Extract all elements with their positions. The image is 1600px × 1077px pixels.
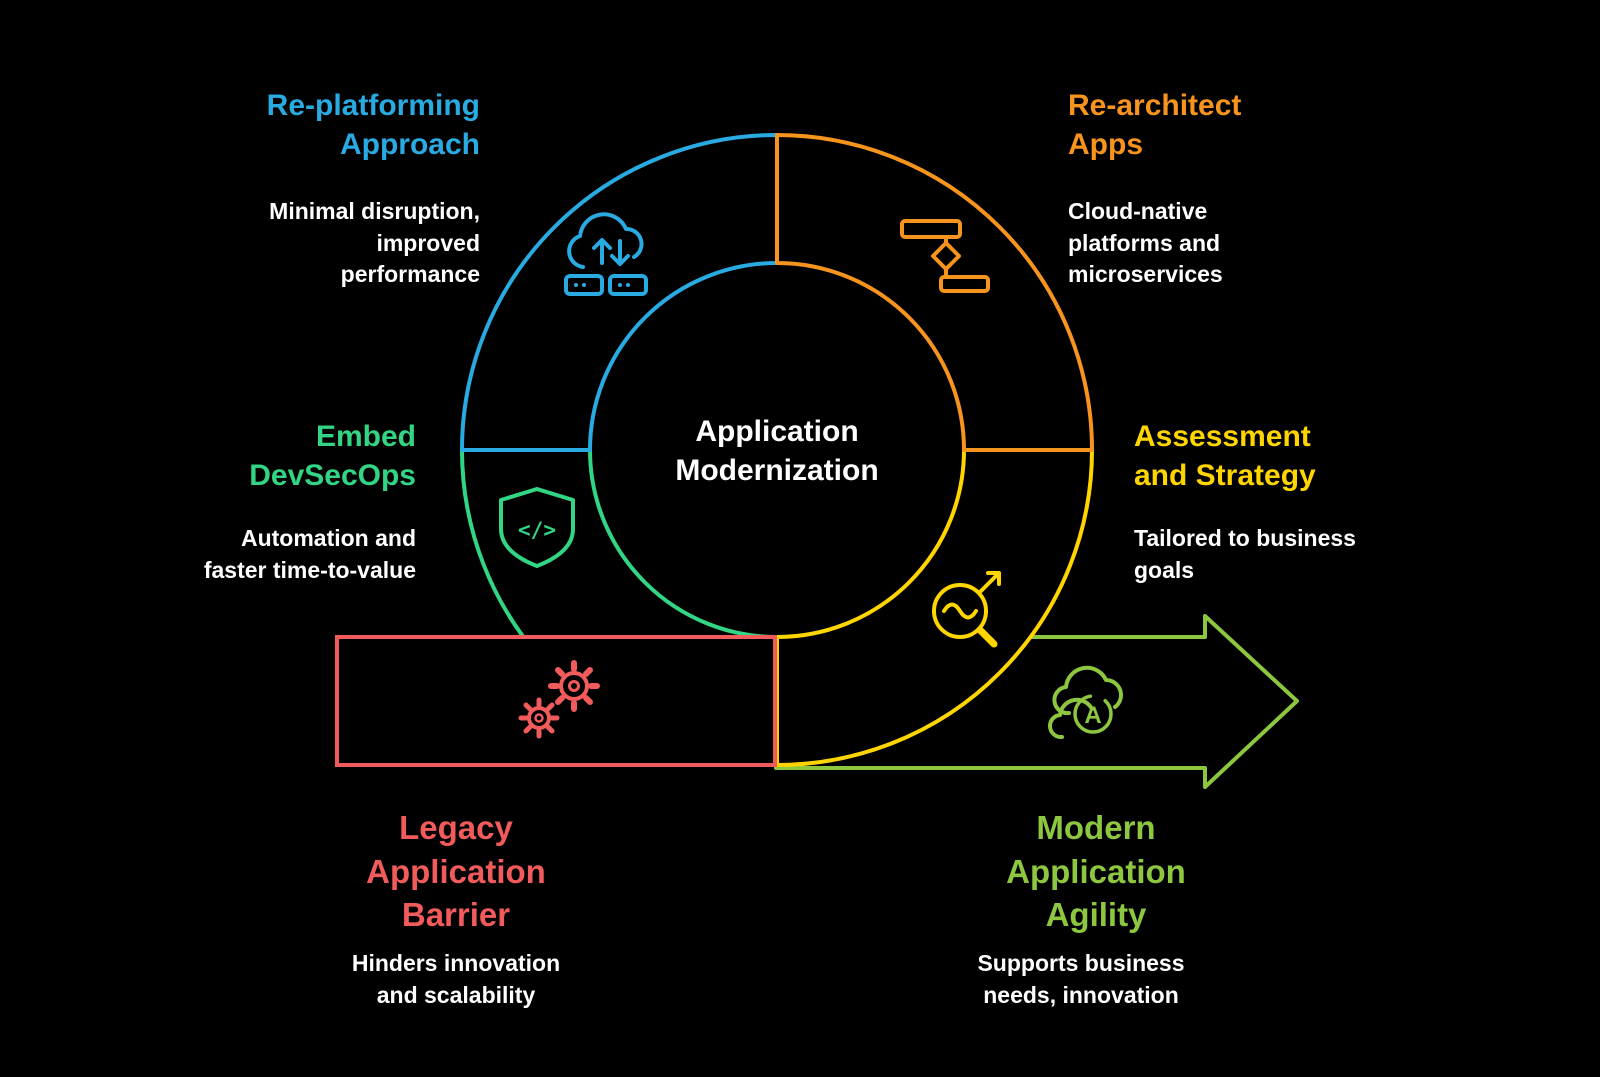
assessment-title: Assessment and Strategy [1134,420,1316,492]
shield-code-glyph: </> [518,518,556,542]
legacy-desc: Hinders innovation and scalability [351,950,561,1008]
ring-segment-rearchitect [775,133,1094,452]
legacy-title: Legacy Application Barrier [366,809,546,934]
replatforming-desc: Minimal disruption, improved performance [269,198,480,288]
assessment-desc: Tailored to business goals [1134,525,1356,583]
center-title: Application Modernization [675,415,879,487]
cloud-agility-letter: A [1084,702,1101,729]
devsecops-desc: Automation and faster time-to-value [203,525,416,583]
rearchitect-title: Re-architect Apps [1068,89,1242,161]
modern-title: Modern Application Agility [1006,809,1186,934]
modern-desc: Supports business needs, innovation [977,950,1185,1008]
shield-code-icon: </> [499,487,575,568]
cloud-agility-icon: A [1047,665,1123,740]
gears-icon [518,660,600,739]
replatforming-title: Re-platforming Approach [266,89,480,161]
sync-assessment-icon [932,571,1001,648]
flowchart-icon [900,219,990,293]
cloud-migration-icon [564,212,648,296]
devsecops-title: Embed DevSecOps [249,420,416,492]
rearchitect-desc: Cloud-native platforms and microservices [1068,198,1223,288]
